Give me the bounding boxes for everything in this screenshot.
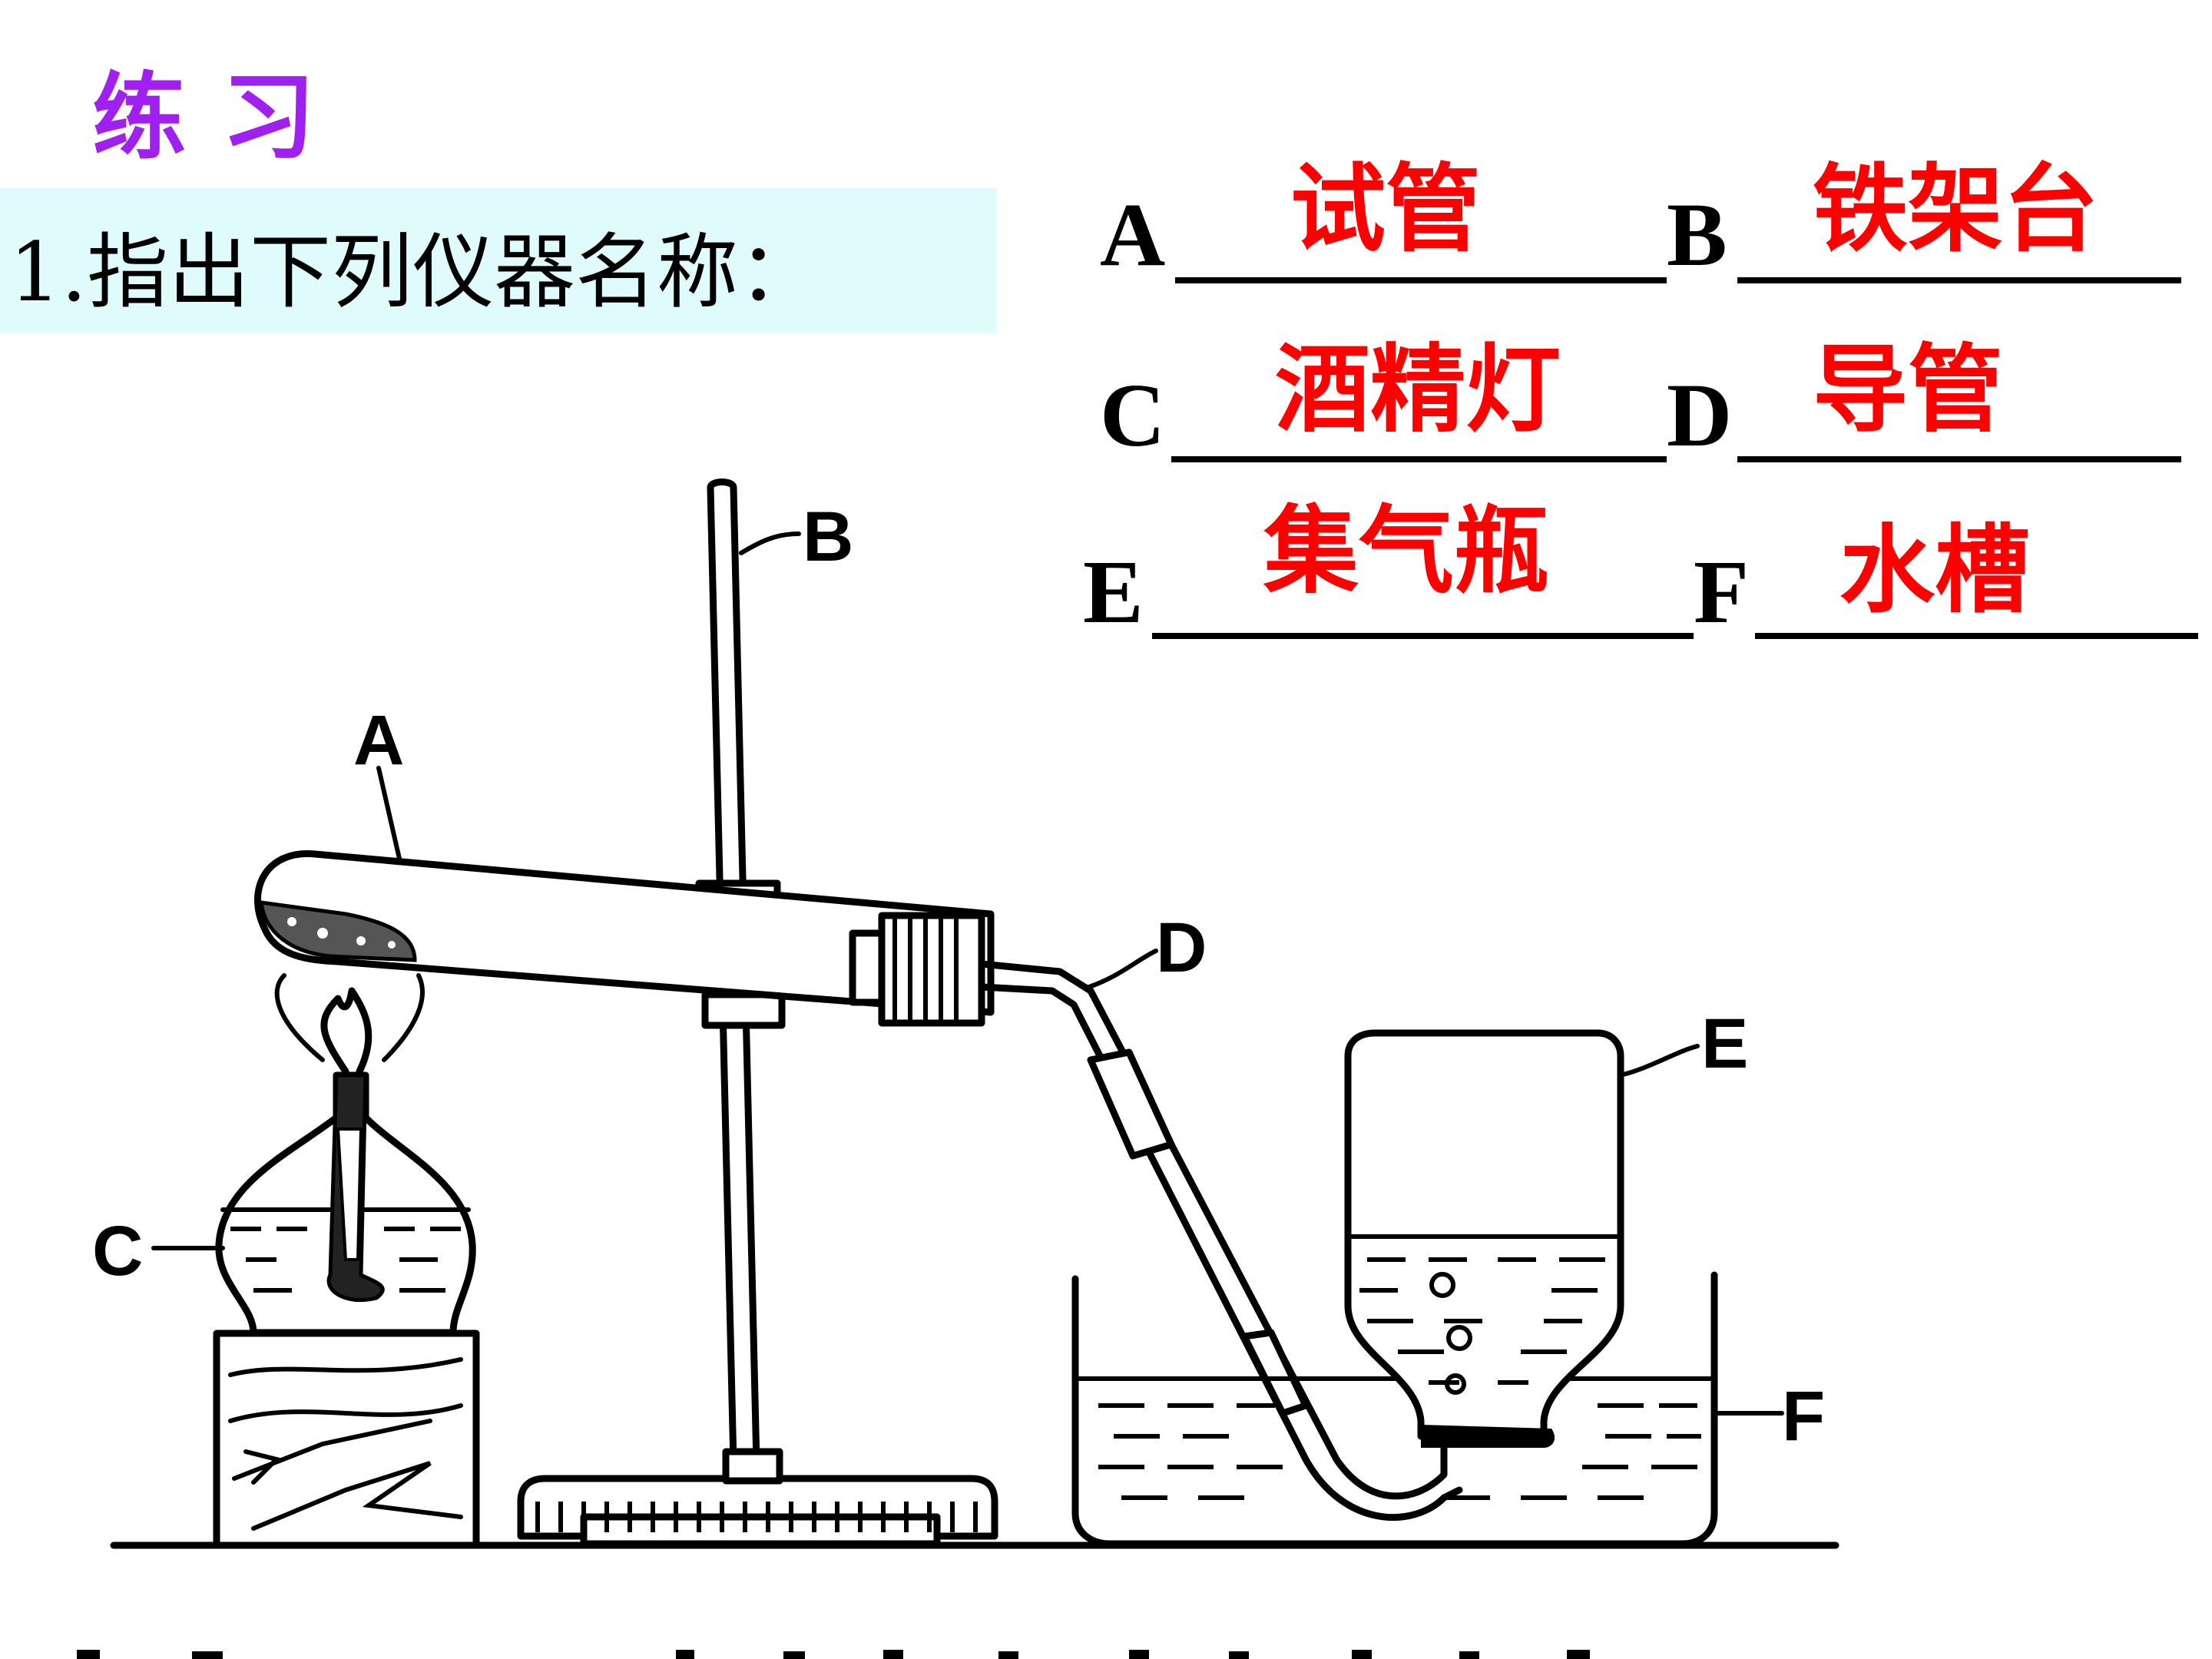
answer-e: 集气瓶 [1263, 496, 1549, 607]
water-trough [1071, 1271, 1718, 1548]
blank-letter-c: C [1100, 365, 1165, 465]
gas-collecting-bottle [1344, 1029, 1624, 1448]
answer-d: 导管 [1813, 335, 2003, 445]
label-b: B [803, 498, 853, 576]
label-e: E [1701, 1005, 1748, 1083]
blank-letter-e: E [1083, 541, 1144, 642]
answer-b: 铁架台 [1813, 154, 2098, 265]
wooden-block [213, 1330, 480, 1549]
label-f: F [1782, 1377, 1825, 1455]
blank-letter-a: A [1100, 184, 1165, 285]
answer-c: 酒精灯 [1275, 335, 1561, 445]
cropped-bottom-text [77, 1650, 1590, 1659]
label-c: C [92, 1212, 143, 1290]
label-a: A [353, 701, 404, 780]
slide-title: 练 习 [92, 63, 316, 172]
diagram-labels: B A D E C F [92, 498, 1825, 1455]
blank-letter-d: D [1667, 365, 1732, 465]
question-band [0, 188, 997, 333]
question-text: 1.指出下列仪器名称： [9, 225, 820, 320]
blank-letter-f: F [1694, 541, 1749, 642]
alcohol-lamp [215, 973, 476, 1336]
blank-letter-b: B [1667, 184, 1727, 285]
test-tube [254, 850, 995, 1027]
answer-f: 水槽 [1839, 515, 2030, 626]
label-d: D [1156, 909, 1207, 987]
delivery-tube [978, 960, 1463, 1521]
answer-a: 试管 [1290, 154, 1481, 265]
